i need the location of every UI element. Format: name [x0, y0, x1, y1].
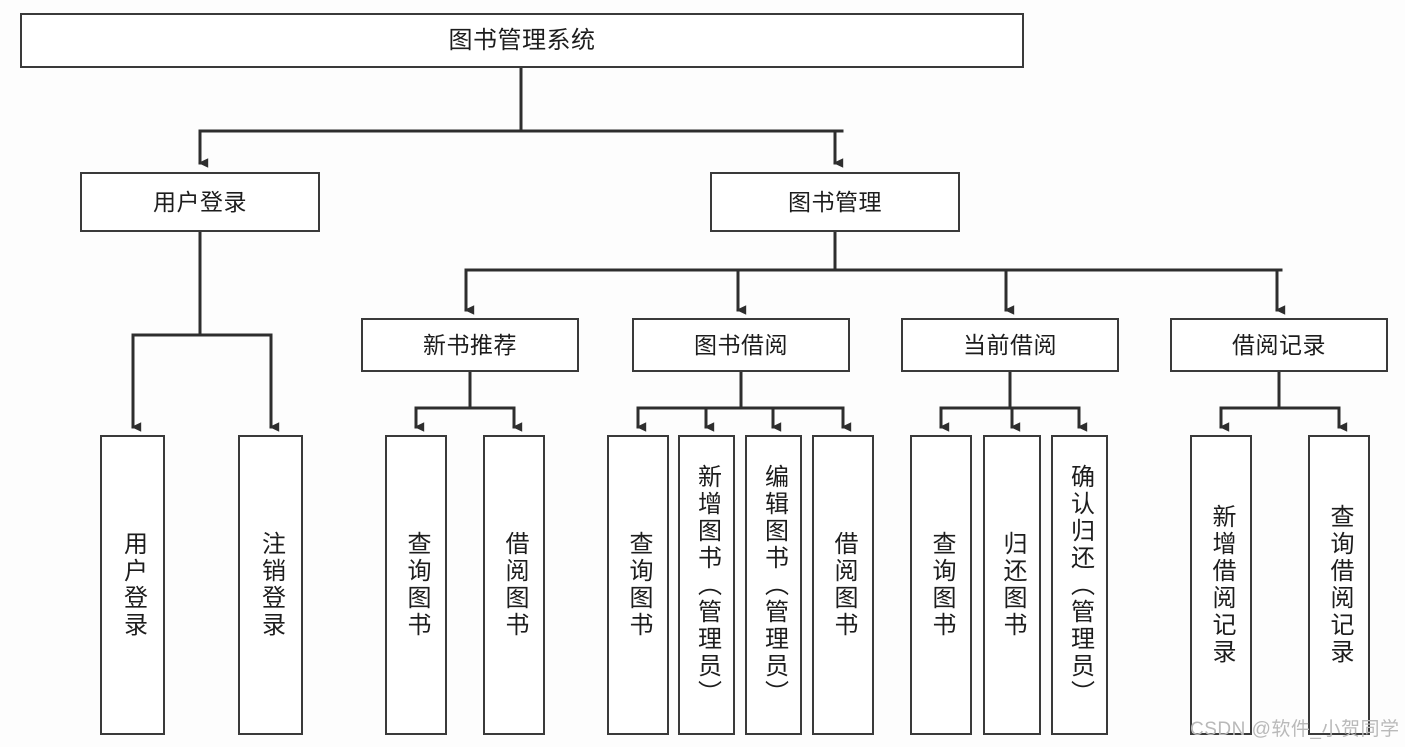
node-leaf-add-record[interactable]: 新增借阅记录: [1190, 435, 1252, 735]
node-borrow-record-label: 借阅记录: [1232, 331, 1326, 358]
node-book-borrow-label: 图书借阅: [694, 331, 788, 358]
node-leaf-query-book-1-label: 查询图书: [403, 531, 430, 639]
node-leaf-borrow-book-2[interactable]: 借阅图书: [812, 435, 874, 735]
node-leaf-query-book-2-label: 查询图书: [625, 531, 652, 639]
node-leaf-edit-book[interactable]: 编辑图书（管理员）: [745, 435, 802, 735]
node-leaf-query-book-3[interactable]: 查询图书: [910, 435, 972, 735]
node-leaf-logout[interactable]: 注销登录: [238, 435, 303, 735]
node-leaf-return-book[interactable]: 归还图书: [983, 435, 1041, 735]
node-leaf-query-record-label: 查询借阅记录: [1326, 504, 1353, 666]
node-leaf-confirm-return-label: 确认归还（管理员）: [1066, 463, 1094, 707]
node-leaf-borrow-book-1-label: 借阅图书: [501, 531, 528, 639]
node-borrow-record[interactable]: 借阅记录: [1170, 318, 1388, 372]
node-book-manage-label: 图书管理: [788, 188, 882, 215]
node-current-borrow[interactable]: 当前借阅: [901, 318, 1119, 372]
node-new-book-rec[interactable]: 新书推荐: [361, 318, 579, 372]
node-leaf-user-login-label: 用户登录: [119, 531, 147, 639]
node-book-manage[interactable]: 图书管理: [710, 172, 960, 232]
node-user-login-label: 用户登录: [153, 188, 247, 215]
node-leaf-confirm-return[interactable]: 确认归还（管理员）: [1051, 435, 1108, 735]
node-new-book-rec-label: 新书推荐: [423, 331, 517, 358]
node-leaf-query-book-2[interactable]: 查询图书: [607, 435, 669, 735]
node-leaf-logout-label: 注销登录: [257, 531, 285, 639]
node-leaf-borrow-book-1[interactable]: 借阅图书: [483, 435, 545, 735]
node-user-login[interactable]: 用户登录: [80, 172, 320, 232]
node-leaf-borrow-book-2-label: 借阅图书: [830, 531, 857, 639]
node-leaf-add-book-label: 新增图书（管理员）: [693, 463, 721, 707]
node-current-borrow-label: 当前借阅: [963, 331, 1057, 358]
node-root[interactable]: 图书管理系统: [20, 13, 1024, 68]
node-leaf-query-book-1[interactable]: 查询图书: [385, 435, 447, 735]
node-book-borrow[interactable]: 图书借阅: [632, 318, 850, 372]
node-leaf-query-book-3-label: 查询图书: [928, 531, 955, 639]
node-leaf-add-record-label: 新增借阅记录: [1208, 504, 1235, 666]
node-leaf-return-book-label: 归还图书: [999, 531, 1026, 639]
node-leaf-edit-book-label: 编辑图书（管理员）: [760, 463, 788, 707]
node-leaf-query-record[interactable]: 查询借阅记录: [1308, 435, 1370, 735]
node-leaf-add-book[interactable]: 新增图书（管理员）: [678, 435, 735, 735]
node-leaf-user-login[interactable]: 用户登录: [100, 435, 165, 735]
csdn-watermark: CSDN @软件_小贺同学: [1190, 719, 1400, 740]
node-root-label: 图书管理系统: [448, 26, 596, 54]
